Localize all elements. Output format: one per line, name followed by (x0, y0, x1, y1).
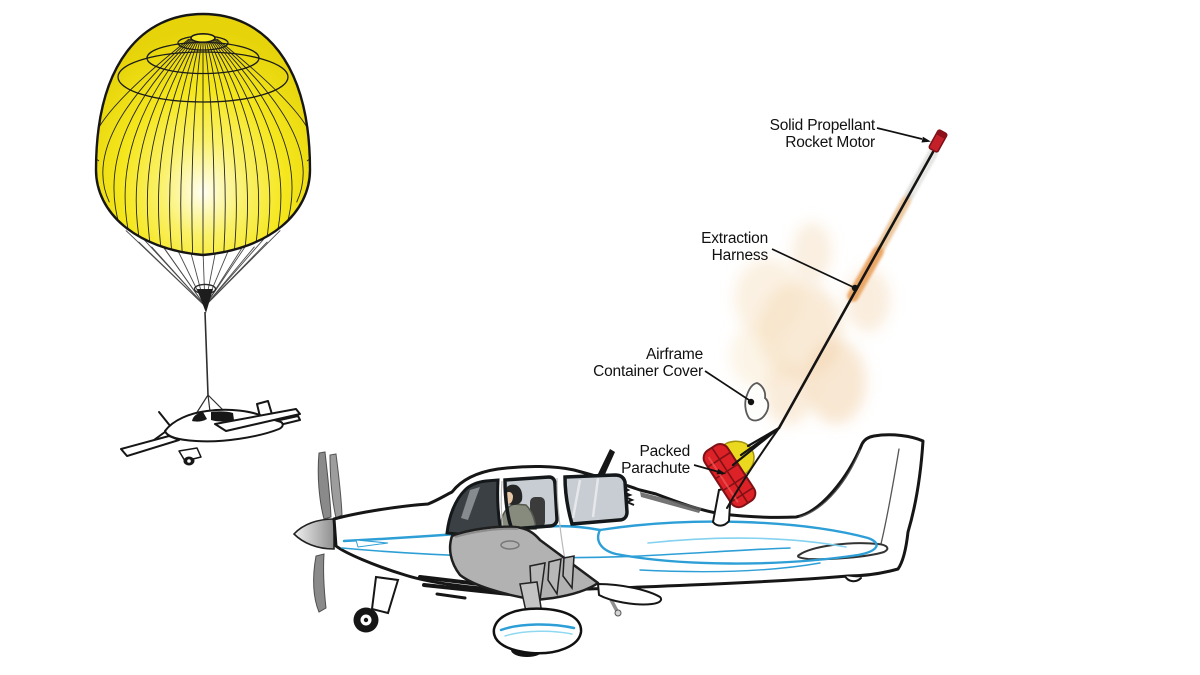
far-wheel-fairing (596, 582, 663, 617)
hanging-aircraft-window (211, 411, 234, 422)
deployed-parachute (94, 12, 312, 466)
label-airframe-container-cover: Airframe Container Cover (540, 346, 703, 380)
fuel-cap (500, 540, 520, 550)
compartment-opening (640, 492, 702, 513)
main-aircraft (292, 433, 925, 657)
container-cover (744, 382, 770, 422)
label-packed-parachute: Packed Parachute (538, 443, 690, 477)
packed-parachute (702, 443, 757, 509)
canopy-vent (190, 32, 216, 43)
main-landing-gear (492, 581, 583, 657)
label-line: Packed (639, 443, 691, 460)
wing (448, 525, 600, 603)
label-solid-propellant-rocket-motor: Solid Propellant Rocket Motor (713, 117, 876, 151)
hanging-aircraft-near-wing (214, 408, 301, 432)
propeller (292, 451, 343, 613)
label-extraction-harness: Extraction Harness (608, 230, 768, 264)
label-line: Solid Propellant (769, 117, 876, 134)
label-line: Airframe (646, 346, 703, 363)
propeller-spinner (292, 518, 335, 550)
caps-deployment (702, 129, 948, 527)
hanging-aircraft (120, 400, 301, 466)
label-line: Extraction (701, 230, 768, 247)
tail-tiedown (844, 575, 862, 583)
cockpit-windows (445, 473, 629, 561)
propeller-blade-upper2 (329, 453, 343, 519)
hanging-aircraft-far-wing (120, 435, 180, 457)
leader-packed-parachute (693, 464, 720, 473)
riser-assembly (193, 283, 228, 421)
leader-lines (693, 127, 931, 475)
leader-container-cover (704, 370, 750, 401)
leader-rocket-motor (876, 127, 923, 140)
horizontal-stabilizer (797, 542, 889, 561)
antenna (596, 449, 615, 481)
hanging-aircraft-windshield (192, 412, 207, 422)
canopy-outline (94, 12, 312, 257)
windshield (447, 480, 501, 535)
nose-landing-gear (353, 575, 400, 633)
canopy-gore-lines (96, 38, 310, 254)
label-line: Rocket Motor (785, 134, 875, 151)
label-line: Harness (711, 247, 769, 264)
label-line: Container Cover (593, 363, 703, 380)
rocket-motor (928, 129, 948, 153)
propeller-blade-lower (313, 553, 327, 613)
hanging-aircraft-wheel-fairing (178, 447, 202, 462)
label-line: Parachute (621, 460, 690, 477)
leader-extraction-harness (771, 248, 854, 288)
propeller-blade-upper (317, 451, 332, 520)
tail-details (799, 448, 900, 583)
